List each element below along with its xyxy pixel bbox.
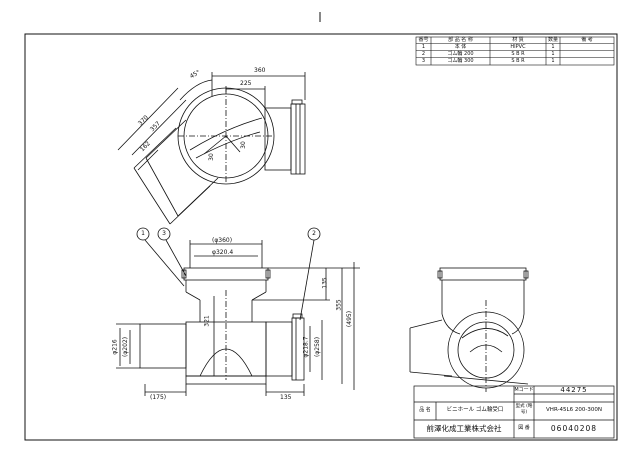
company-name: 前澤化成工業株式会社	[426, 424, 502, 433]
callout-circle	[136, 227, 150, 241]
callout-3: 3	[162, 230, 166, 237]
name-label: 品 名	[419, 407, 431, 413]
dim-od216: φ216	[111, 339, 119, 355]
parts-row-material: S B R	[511, 51, 525, 57]
dim-od258: (φ258)	[314, 336, 322, 358]
drawing-frame	[24, 33, 618, 441]
m-code-value: 44275	[560, 386, 588, 394]
parts-row-name: ゴム輪 300	[447, 58, 474, 64]
parts-row-material: HIPVC	[510, 44, 526, 50]
parts-row-no: 2	[421, 51, 426, 57]
dim-135b: 135	[280, 394, 292, 401]
dim-225: 225	[240, 80, 252, 87]
callout-1: 1	[141, 230, 145, 237]
parts-header-material: 材 質	[512, 37, 524, 43]
parts-header-note: 備 考	[581, 37, 593, 43]
dim-od360: (φ360)	[212, 237, 233, 244]
drawing-no-label: 図 番	[518, 425, 530, 431]
callout-circle	[307, 227, 321, 241]
dim-321: 321	[203, 315, 211, 327]
parts-row-name: ゴム輪 200	[447, 51, 474, 57]
parts-table	[415, 36, 615, 66]
parts-row-material: S B R	[511, 58, 525, 64]
parts-row-qty: 1	[551, 58, 555, 64]
parts-row-qty: 1	[551, 51, 555, 57]
dim-175: (175)	[150, 394, 167, 401]
parts-row-qty: 1	[551, 44, 555, 50]
model-code: VHR-45L6 200-300N	[546, 407, 602, 413]
dim-od202: (φ202)	[122, 336, 130, 358]
model-label: 型式 (略号)	[515, 404, 533, 415]
dim-od2187: φ218.7	[302, 336, 310, 358]
dim-355: 355	[335, 299, 343, 311]
parts-header-qty: 数量	[547, 37, 558, 43]
drawing-no: 06040208	[550, 424, 598, 433]
dim-30b: 30	[239, 141, 247, 149]
dim-495: (495)	[346, 310, 354, 328]
dim-30a: 30	[207, 153, 215, 161]
m-code-label: Mコード	[514, 387, 534, 393]
product-name: ビニホール ゴム輪受口	[446, 407, 504, 413]
dim-od3204: φ320.4	[212, 249, 234, 256]
parts-header-no: 番号	[418, 37, 429, 43]
parts-row-name: 本 体	[454, 44, 467, 50]
parts-header-name: 部 品 名 称	[448, 37, 473, 43]
callout-circle	[157, 227, 171, 241]
title-block	[413, 385, 615, 439]
parts-row-no: 3	[421, 58, 426, 64]
top-view	[117, 72, 306, 225]
parts-row-no: 1	[421, 44, 426, 50]
dim-360: 360	[254, 67, 266, 74]
side-view	[409, 267, 529, 392]
front-view	[116, 227, 360, 396]
callout-2: 2	[312, 230, 316, 237]
dim-135a: 135	[321, 277, 329, 289]
